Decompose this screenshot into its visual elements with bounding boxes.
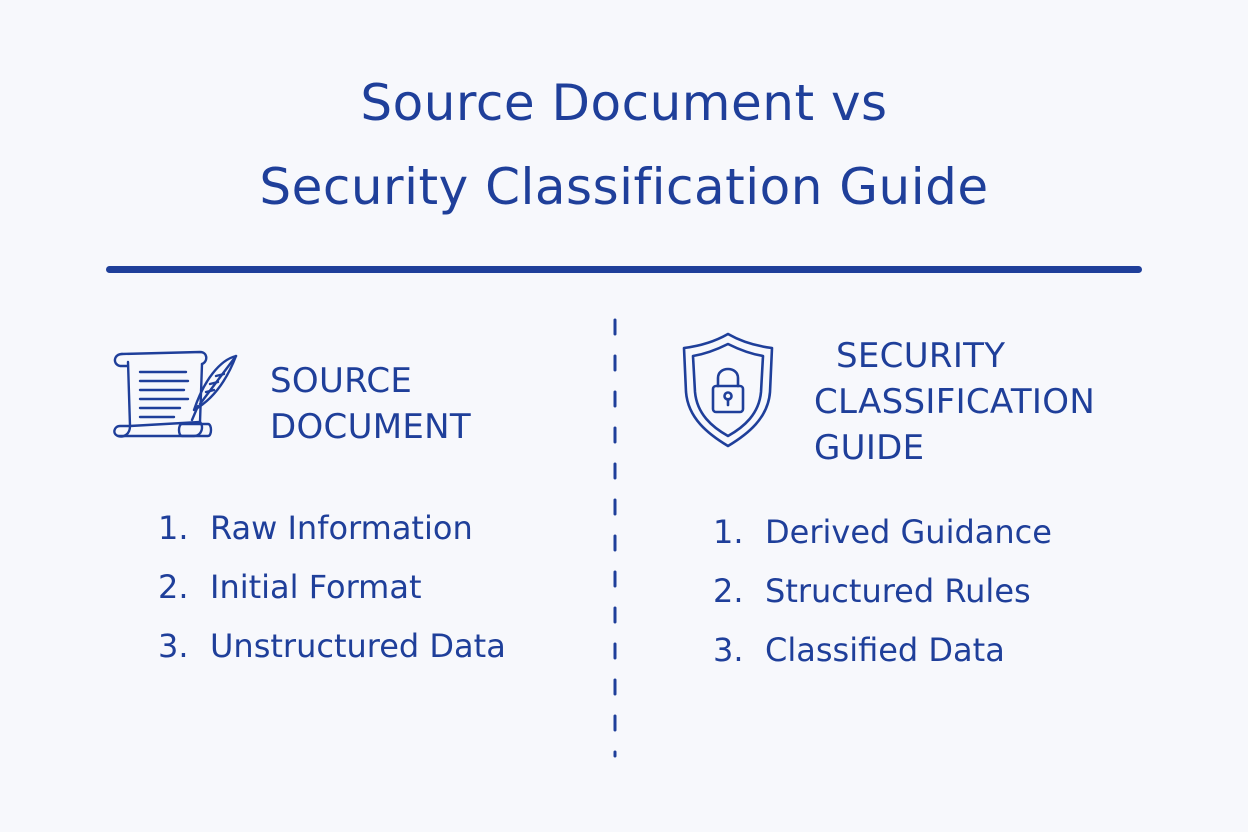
- list-item-label: Initial Format: [210, 568, 422, 606]
- security-heading-line-2: CLASSIFICATION: [814, 382, 1096, 422]
- list-item-number: 3.: [158, 627, 189, 665]
- source-document-heading: SOURCE DOCUMENT: [270, 358, 471, 450]
- dashed-divider: [613, 318, 617, 758]
- list-item: 1. Raw Information: [158, 504, 506, 563]
- security-guide-heading: SECURITY CLASSIFICATION GUIDE: [814, 333, 1095, 471]
- scroll-quill-icon: [113, 350, 238, 438]
- list-item: 1. Derived Guidance: [713, 508, 1052, 567]
- source-heading-line-2: DOCUMENT: [270, 407, 471, 447]
- security-guide-list: 1. Derived Guidance 2. Structured Rules 3.…: [713, 508, 1052, 685]
- source-heading-line-1: SOURCE: [270, 361, 413, 401]
- list-item: 3. Classified Data: [713, 626, 1052, 685]
- security-heading-line-3: GUIDE: [814, 428, 925, 468]
- title-line-2: Security Classification Guide: [259, 158, 989, 216]
- list-item-label: Classified Data: [765, 631, 1005, 669]
- security-heading-line-1: SECURITY: [836, 336, 1006, 376]
- list-item-number: 1.: [713, 513, 744, 551]
- list-item-label: Structured Rules: [765, 572, 1031, 610]
- list-item: 2. Initial Format: [158, 563, 506, 622]
- list-item-label: Derived Guidance: [765, 513, 1052, 551]
- list-item-number: 2.: [158, 568, 189, 606]
- title-line-1: Source Document vs: [360, 74, 888, 132]
- list-item-number: 2.: [713, 572, 744, 610]
- list-item-label: Unstructured Data: [210, 627, 506, 665]
- list-item-number: 1.: [158, 509, 189, 547]
- list-item: 3. Unstructured Data: [158, 622, 506, 681]
- list-item-label: Raw Information: [210, 509, 473, 547]
- shield-lock-icon: [682, 332, 774, 448]
- list-item: 2. Structured Rules: [713, 567, 1052, 626]
- title-underline: [106, 266, 1142, 273]
- list-item-number: 3.: [713, 631, 744, 669]
- source-document-list: 1. Raw Information 2. Initial Format 3. Uns…: [158, 504, 506, 681]
